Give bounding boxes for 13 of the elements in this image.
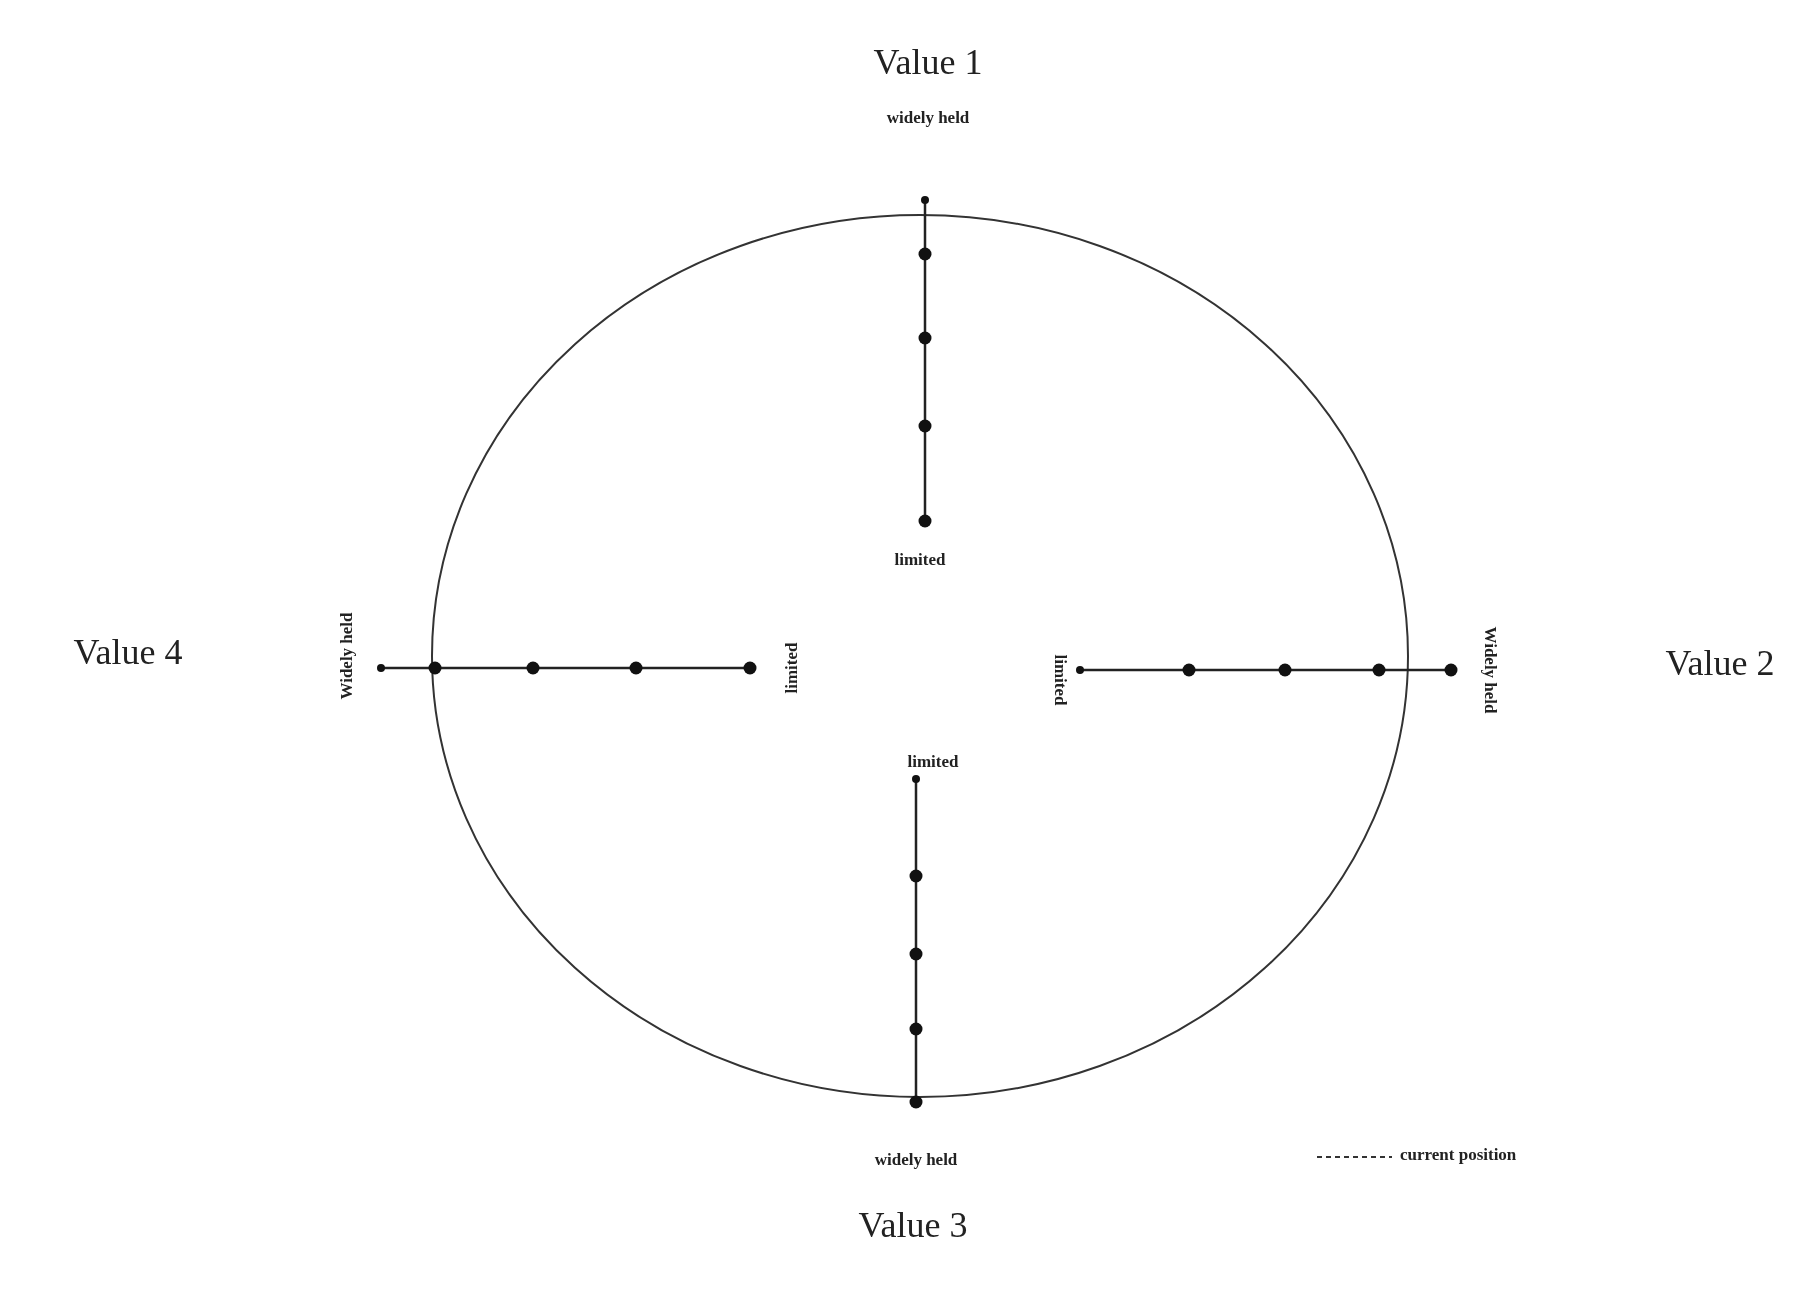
- scale-end-label: Widely held: [1480, 626, 1500, 714]
- scale-end-label: limited: [782, 642, 802, 694]
- axis-title: Value 4: [73, 633, 183, 673]
- axis-title: Value 2: [1665, 644, 1775, 684]
- axis-title: Value 3: [858, 1206, 968, 1246]
- legend-label: current position: [1400, 1146, 1517, 1165]
- scale-end-label: limited: [907, 752, 959, 772]
- scale-end-label: limited: [1050, 654, 1070, 706]
- scale-end-label: limited: [894, 550, 946, 570]
- scale-end-label: widely held: [886, 108, 970, 128]
- axis-title: Value 1: [873, 43, 983, 83]
- scale-end-label: Widely held: [337, 612, 357, 700]
- scale-end-label: widely held: [874, 1150, 958, 1170]
